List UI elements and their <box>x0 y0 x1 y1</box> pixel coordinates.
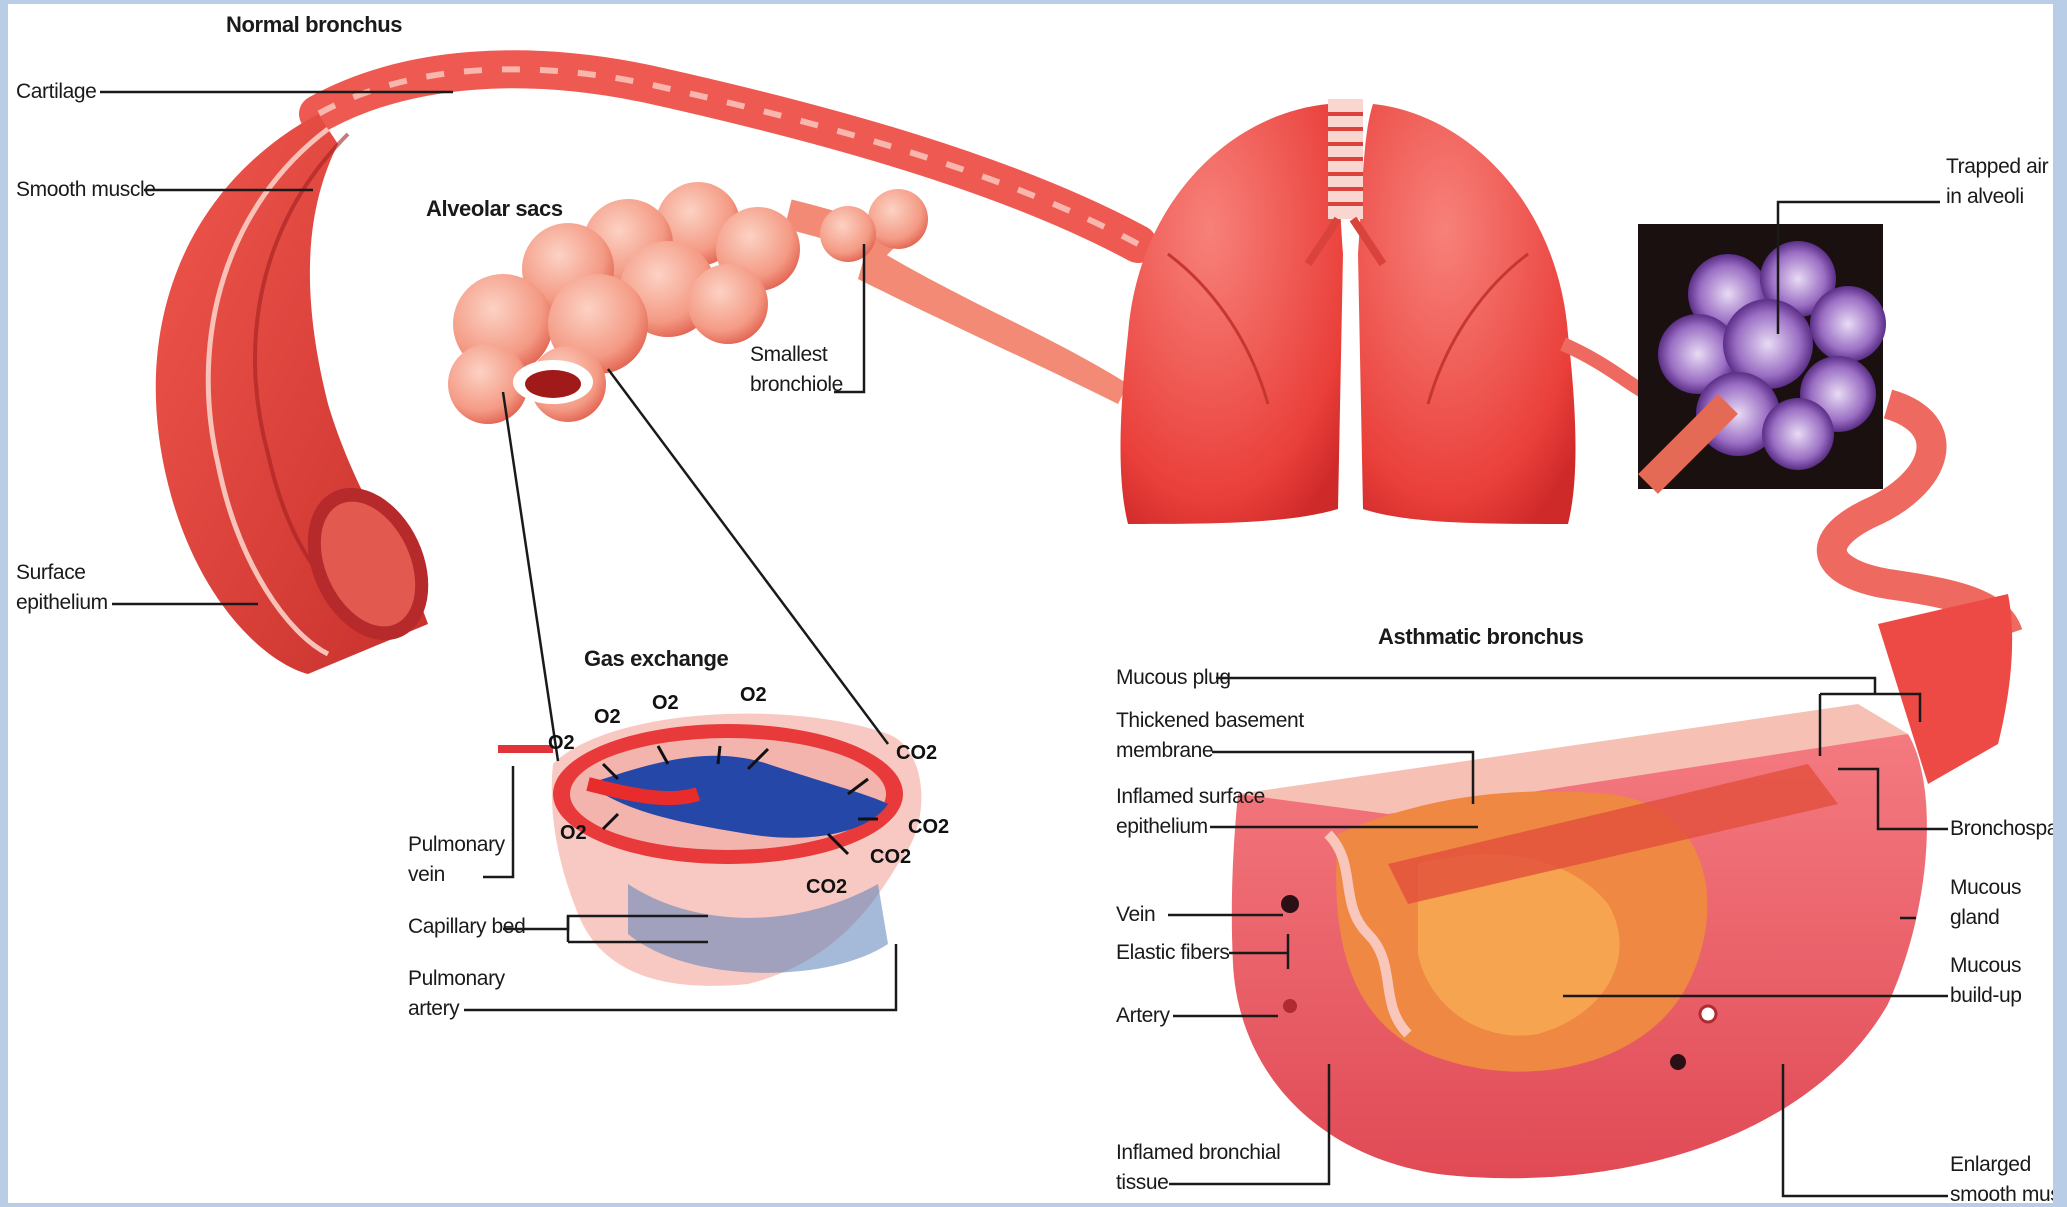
illustration-frame: Normal bronchus Alveolar sacs Gas exchan… <box>8 4 2053 1203</box>
label-pulmonary-artery-2: artery <box>408 994 459 1024</box>
trapped-air-illustration <box>1638 224 1886 489</box>
asthmatic-bronchus-title: Asthmatic bronchus <box>1378 622 1584 652</box>
gas-co2: CO2 <box>806 876 847 899</box>
label-inflamed-tissue-1: Inflamed bronchial <box>1116 1138 1280 1168</box>
label-thickened-membrane-1: Thickened basement <box>1116 706 1304 736</box>
label-smallest-bronchiole-2: bronchiole <box>750 370 843 400</box>
label-surface-epithelium-2: epithelium <box>16 588 108 618</box>
gas-co2: CO2 <box>870 846 911 869</box>
label-mucous-gland-2: gland <box>1950 903 1999 933</box>
label-thickened-membrane-2: membrane <box>1116 736 1213 766</box>
label-inflamed-epithelium-1: Inflamed surface <box>1116 782 1265 812</box>
label-capillary-bed: Capillary bed <box>408 912 525 942</box>
gas-o2: O2 <box>560 822 587 845</box>
gas-exchange-title: Gas exchange <box>584 644 728 674</box>
label-smooth-muscle: Smooth muscle <box>16 175 156 205</box>
label-mucous-buildup-2: build-up <box>1950 981 2022 1011</box>
label-pulmonary-vein-2: vein <box>408 860 445 890</box>
label-trapped-air-1: Trapped air <box>1946 152 2048 182</box>
label-mucous-buildup-1: Mucous <box>1950 951 2021 981</box>
label-cartilage: Cartilage <box>16 77 96 107</box>
label-inflamed-tissue-2: tissue <box>1116 1168 1168 1198</box>
label-mucous-plug: Mucous plug <box>1116 663 1231 693</box>
label-bronchospasm: Bronchospasm <box>1950 814 2053 844</box>
gas-o2: O2 <box>548 732 575 755</box>
gas-o2: O2 <box>652 692 679 715</box>
label-vein: Vein <box>1116 900 1155 930</box>
asthma-anatomy-diagram <box>8 4 2053 1203</box>
label-mucous-gland-1: Mucous <box>1950 873 2021 903</box>
label-surface-epithelium-1: Surface <box>16 558 86 588</box>
label-inflamed-epithelium-2: epithelium <box>1116 812 1208 842</box>
normal-bronchus-title: Normal bronchus <box>226 10 402 40</box>
label-pulmonary-artery-1: Pulmonary <box>408 964 505 994</box>
label-trapped-air-2: in alveoli <box>1946 182 2024 212</box>
label-smallest-bronchiole-1: Smallest <box>750 340 827 370</box>
alveolar-sacs-title: Alveolar sacs <box>426 194 563 224</box>
gas-co2: CO2 <box>896 742 937 765</box>
label-artery: Artery <box>1116 1001 1170 1031</box>
lungs-illustration <box>1121 99 1649 524</box>
gas-o2: O2 <box>594 706 621 729</box>
gas-co2: CO2 <box>908 816 949 839</box>
asthmatic-bronchus-illustration <box>1232 594 2012 1178</box>
label-enlarged-muscle-1: Enlarged <box>1950 1150 2031 1180</box>
label-pulmonary-vein-1: Pulmonary <box>408 830 505 860</box>
label-enlarged-muscle-2: smooth muscle <box>1950 1180 2053 1203</box>
label-elastic-fibers: Elastic fibers <box>1116 938 1229 968</box>
normal-bronchus-illustration <box>156 69 1138 674</box>
gas-o2: O2 <box>740 684 767 707</box>
